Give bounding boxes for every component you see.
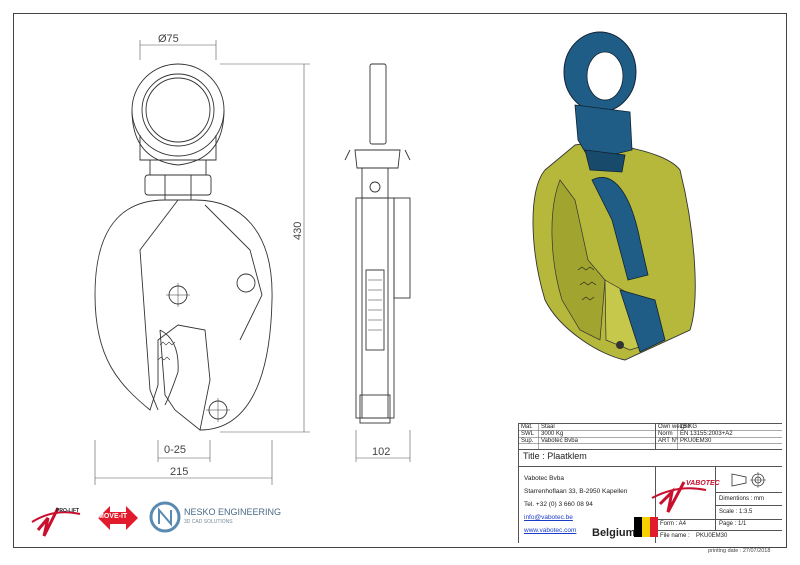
front-body [94, 199, 273, 431]
vabotec-logo-text: VABOTEC [686, 480, 720, 487]
title-value: Plaatklem [547, 451, 587, 461]
spec-weight-value: 15 KG [680, 424, 698, 430]
spec-weight-label: Own weight [658, 424, 690, 430]
company-email[interactable]: info@vabotec.be [524, 514, 573, 521]
file-name-value: PKU0EM30 [696, 533, 728, 539]
sheet-form: Form : A4 [660, 521, 687, 527]
front-view [94, 63, 273, 431]
front-dimensions [94, 40, 310, 485]
nesko-logo-subtitle: 3D CAD SOLUTIONS [184, 519, 233, 525]
country-name: Belgium [592, 527, 636, 539]
moveit-logo-text: MOVE-IT [98, 513, 128, 520]
jaw-cam [159, 329, 179, 406]
dim-width: 215 [170, 466, 189, 478]
company-address: Starrenhoflaan 33, B-2950 Kapellen [524, 488, 628, 495]
vabotec-logo-icon [651, 481, 707, 513]
projection-symbol-icon [731, 472, 766, 488]
sheet-dimensions: Dimentions : mm [719, 496, 765, 502]
title-row: Title : Plaatklem [523, 451, 587, 461]
side-dimensions [355, 430, 411, 462]
prolift-logo-text: PRO-LIFT [56, 508, 80, 514]
front-ring-inner [141, 73, 215, 147]
side-view [344, 63, 411, 424]
dim-jaw-opening: 0-25 [164, 444, 187, 456]
dim-depth: 102 [372, 446, 391, 458]
company-info: Vabotec Bvba Starrenhoflaan 33, B-2950 K… [524, 472, 627, 537]
spec-sup-label: Sup. [521, 438, 534, 444]
spec-mat-value: Staal [541, 424, 555, 430]
spec-swl-value: 3000 Kg [541, 431, 564, 437]
spec-art-label: ART N° [658, 438, 679, 444]
sheet-page: Page : 1/1 [719, 521, 747, 527]
spec-norm-value: EN 13155:2003+A2 [680, 431, 733, 437]
spec-art-value: PKU0EM30 [680, 438, 712, 444]
iso-view [532, 31, 696, 361]
title-label: Title : [523, 451, 545, 461]
company-name: Vabotec Bvba [524, 475, 564, 482]
file-name-label: File name : [660, 533, 690, 539]
spec-swl-label: SWL [521, 431, 535, 437]
drawing-border [13, 13, 787, 548]
dim-height: 430 [292, 221, 304, 240]
prolift-logo-icon [31, 507, 81, 537]
company-phone: Tel. +32 (0) 3 660 08 94 [524, 501, 593, 508]
printing-date: printing date : 27/07/2018 [708, 548, 771, 554]
spec-mat-label: Mat. [521, 424, 533, 430]
company-website[interactable]: www.vabotec.com [524, 527, 577, 534]
moveit-arrow-icon [98, 506, 138, 530]
nesko-logo-icon [149, 501, 181, 533]
nesko-logo-text: NESKO ENGINEERING [184, 507, 282, 517]
dim-ring-diameter: Ø75 [158, 33, 179, 45]
spec-sup-value: Vabotec Bvba [541, 438, 578, 444]
belgium-flag-icon [634, 517, 658, 537]
moveit-logo: MOVE-IT [96, 503, 140, 533]
sheet-scale: Scale : 1:3.5 [719, 509, 753, 515]
spec-norm-label: Norm [658, 431, 673, 437]
